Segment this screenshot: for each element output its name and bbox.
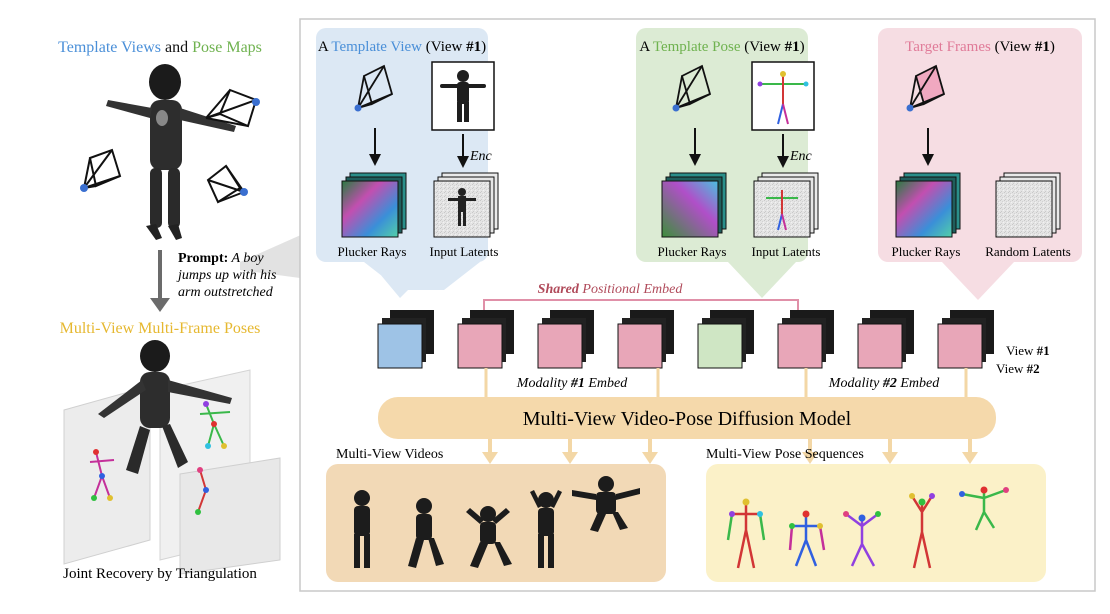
random-latents-label: Random Latents — [985, 244, 1071, 259]
multi-view-pose-sequences-label: Multi-View Pose Sequences — [706, 447, 864, 462]
video-frame-figure — [466, 506, 512, 568]
embed-cube — [617, 310, 674, 369]
plucker-rays-stack — [895, 172, 961, 238]
panel-template-view: A Template View (View #1) Enc — [316, 28, 499, 298]
plucker-rays-stack — [341, 172, 407, 238]
embed-cube — [537, 310, 594, 369]
left-column: Template Views and Pose Maps — [58, 39, 330, 582]
plucker-rays-stack — [661, 172, 727, 238]
input-latents-label: Input Latents — [752, 244, 821, 259]
video-frame-figure — [354, 490, 370, 568]
view2-label: View #2 — [996, 361, 1040, 376]
embed-cube — [857, 310, 914, 369]
modality2-embed: Modality #2 Embed — [828, 376, 940, 391]
camera-icon — [205, 88, 260, 128]
plucker-rays-label: Plucker Rays — [658, 244, 727, 259]
enc-label: Enc — [469, 149, 493, 164]
input-latents-stack — [433, 172, 499, 238]
panel-title: A Template Pose (View #1) — [639, 39, 804, 55]
character-figure-top — [106, 64, 236, 240]
camera-icon — [672, 64, 712, 112]
embed-cube-row — [377, 310, 994, 369]
pose-skeleton — [726, 504, 766, 569]
panel-template-pose: A Template Pose (View #1) Enc — [636, 28, 820, 298]
video-frame-figure — [408, 498, 444, 568]
prompt-text: Prompt: A boy jumps up with his arm outs… — [176, 251, 280, 300]
diffusion-model-label: Multi-View Video-Pose Diffusion Model — [523, 408, 852, 430]
skeleton-icon — [757, 71, 809, 125]
embed-cube — [697, 310, 754, 369]
joint-recovery-caption: Joint Recovery by Triangulation — [63, 566, 257, 582]
view1-label: View #1 — [1006, 343, 1050, 358]
plucker-rays-label: Plucker Rays — [892, 244, 961, 259]
random-latents-stack — [995, 172, 1061, 238]
svg-text:Shared Positional Embed: Shared Positional Embed — [538, 282, 684, 297]
panel-title: A Template View (View #1) — [318, 39, 486, 55]
panel-title: Target Frames (View #1) — [905, 39, 1055, 55]
prompt-arrow-head — [150, 298, 170, 312]
modality-connectors — [484, 368, 968, 398]
embed-cube — [937, 310, 994, 369]
camera-icon — [206, 164, 248, 204]
pose-skeleton — [961, 488, 1007, 531]
video-frame-figure — [530, 490, 562, 568]
input-latents-label: Input Latents — [430, 244, 499, 259]
camera-icon — [906, 64, 946, 112]
input-latents-stack — [753, 172, 819, 238]
video-frame-figure — [572, 476, 640, 532]
template-views-title: Template Views and Pose Maps — [58, 39, 262, 56]
camera-icon — [354, 64, 394, 112]
multi-view-videos-label: Multi-View Videos — [336, 447, 443, 462]
person-icon — [440, 70, 486, 122]
embed-cube — [377, 310, 434, 369]
panel-target-frames: Target Frames (View #1) Plucker Rays Ran… — [878, 28, 1082, 300]
enc-label: Enc — [789, 149, 813, 164]
pose-skeleton — [845, 513, 879, 567]
videos-panel — [326, 464, 666, 582]
embed-cube — [777, 310, 834, 369]
plucker-rays-label: Plucker Rays — [338, 244, 407, 259]
pose-skeleton — [910, 495, 934, 569]
output-arrows — [482, 439, 978, 464]
camera-icon — [80, 148, 122, 192]
mv-poses-title: Multi-View Multi-Frame Poses — [60, 320, 261, 337]
diffusion-model-bar — [378, 397, 996, 439]
pose-skeleton — [788, 516, 826, 567]
pose-sequences-panel — [706, 464, 1046, 582]
embed-cube — [457, 310, 514, 369]
modality1-embed: Modality #1 Embed — [516, 376, 628, 391]
triangulation-scene — [63, 340, 281, 575]
